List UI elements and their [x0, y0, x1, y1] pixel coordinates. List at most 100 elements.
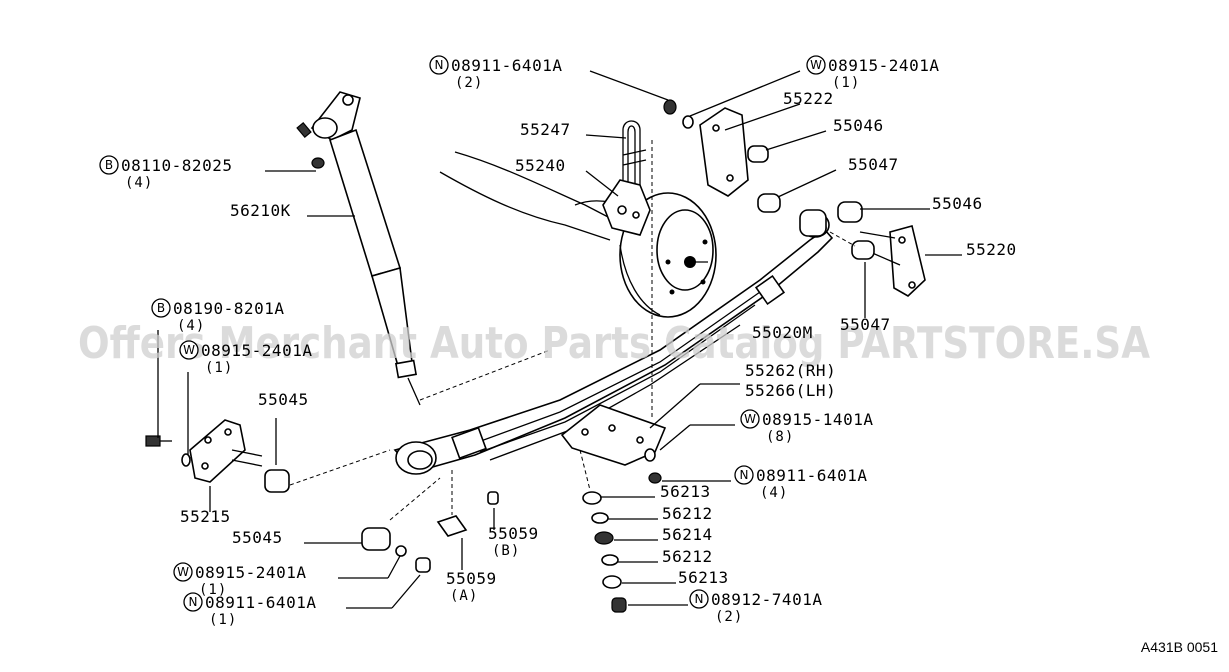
callout-55047: 55047: [840, 315, 891, 334]
part-quantity: (4): [125, 175, 153, 191]
callout-55045: 55045: [232, 528, 283, 547]
callout-56212: 56212: [662, 504, 713, 523]
part-number: 55047: [840, 315, 891, 334]
callout-55220: 55220: [966, 240, 1017, 259]
badge-letter: W: [810, 58, 822, 72]
part-number: 56212: [662, 504, 713, 523]
callout-08911-6401a: N 08911-6401A(1): [183, 592, 316, 628]
guide-lines: [289, 140, 856, 521]
part-number: 56214: [662, 525, 713, 544]
diagram-code: A431B 0051: [1141, 639, 1218, 655]
badge-letter: N: [695, 592, 704, 606]
badge-letter: W: [744, 412, 756, 426]
callout-55059: 55059(A): [446, 569, 497, 604]
illustration: [145, 70, 962, 613]
u-bolt-drawing: [622, 120, 647, 195]
badge-letter: W: [183, 343, 195, 357]
callout-55059: 55059(B): [488, 524, 539, 559]
part-quantity: (2): [455, 75, 483, 91]
part-number: 56213: [660, 482, 711, 501]
badge-circle: [806, 55, 826, 75]
badge-circle: [689, 589, 709, 609]
part-number: 55059: [488, 524, 539, 543]
part-number: 55262(RH): [745, 361, 836, 380]
callout-08912-7401a: N 08912-7401A(2): [689, 589, 822, 625]
part-number: 56213: [678, 568, 729, 587]
part-number: 08915-2401A: [201, 341, 312, 360]
callout-08915-1401a: W 08915-1401A(8): [740, 409, 873, 445]
part-number: 55247: [520, 120, 571, 139]
part-number: 08915-2401A: [195, 563, 306, 582]
hardware-drawing: [264, 99, 875, 613]
part-number: 55045: [232, 528, 283, 547]
callout-55046: 55046: [932, 194, 983, 213]
part-number: 08190-8201A: [173, 299, 284, 318]
front-hanger-drawing: [145, 419, 263, 483]
part-number: 56210K: [230, 201, 291, 220]
badge-letter: B: [157, 301, 165, 315]
callout-08190-8201a: B 08190-8201A(4): [151, 298, 284, 334]
badge-circle: [734, 465, 754, 485]
part-number: 08912-7401A: [711, 590, 822, 609]
callout-08915-2401a: W 08915-2401A(1): [179, 340, 312, 376]
callout-55047: 55047: [848, 155, 898, 174]
part-number: 55266(LH): [745, 381, 836, 400]
part-quantity: (1): [199, 582, 227, 598]
callout-55262-rh-: 55262(RH): [745, 361, 836, 380]
axle-housing-drawing: [439, 151, 717, 318]
part-number: 55046: [932, 194, 983, 213]
badge-circle: [151, 298, 171, 318]
part-number: 08915-1401A: [762, 410, 873, 429]
watermark-text: Offers Merchant Auto Parts Catalog PARTS…: [78, 318, 1150, 369]
part-number: 08911-6401A: [451, 56, 562, 75]
part-quantity: (B): [492, 543, 520, 559]
callout-08915-2401a: W 08915-2401A(1): [173, 562, 306, 598]
part-quantity: (1): [209, 612, 237, 628]
badge-circle: [740, 409, 760, 429]
callout-56214: 56214: [662, 525, 713, 544]
badge-circle: [99, 155, 119, 175]
callout-55266-lh-: 55266(LH): [745, 381, 836, 400]
callout-08915-2401a: W 08915-2401A(1): [806, 55, 939, 91]
part-quantity: (2): [715, 609, 743, 625]
part-number: 55046: [833, 116, 884, 135]
callout-56213: 56213: [660, 482, 711, 501]
part-quantity: (8): [766, 429, 794, 445]
callout-55020m: 55020M: [752, 323, 813, 342]
callout-56210k: 56210K: [230, 201, 291, 220]
badge-letter: N: [189, 595, 198, 609]
part-number: 08911-6401A: [205, 593, 316, 612]
badge-circle: [173, 562, 193, 582]
callout-56213: 56213: [678, 568, 729, 587]
callout-55215: 55215: [180, 507, 231, 526]
badge-letter: N: [740, 468, 749, 482]
part-number: 55240: [515, 156, 566, 175]
callout-08110-82025: B 08110-82025(4): [99, 155, 232, 191]
badge-circle: [429, 55, 449, 75]
part-quantity: (4): [760, 485, 788, 501]
badge-circle: [183, 592, 203, 612]
part-number: 55059: [446, 569, 497, 588]
part-number: 55215: [180, 507, 231, 526]
part-number: 08915-2401A: [828, 56, 939, 75]
callout-55046: 55046: [833, 116, 884, 135]
leader-lines: [157, 70, 962, 609]
rear-shackle-drawing: [699, 107, 926, 297]
part-number: 55222: [783, 89, 834, 108]
part-quantity: (4): [177, 318, 205, 334]
part-quantity: (A): [450, 588, 478, 604]
part-quantity: (1): [832, 75, 860, 91]
badge-circle: [179, 340, 199, 360]
part-quantity: (1): [205, 360, 233, 376]
part-number: 08110-82025: [121, 156, 232, 175]
part-number: 55020M: [752, 323, 813, 342]
badge-letter: W: [177, 565, 189, 579]
callout-56212: 56212: [662, 547, 712, 566]
part-number: 55220: [966, 240, 1017, 259]
badge-letter: B: [105, 158, 113, 172]
shock-absorber-drawing: [296, 91, 421, 406]
